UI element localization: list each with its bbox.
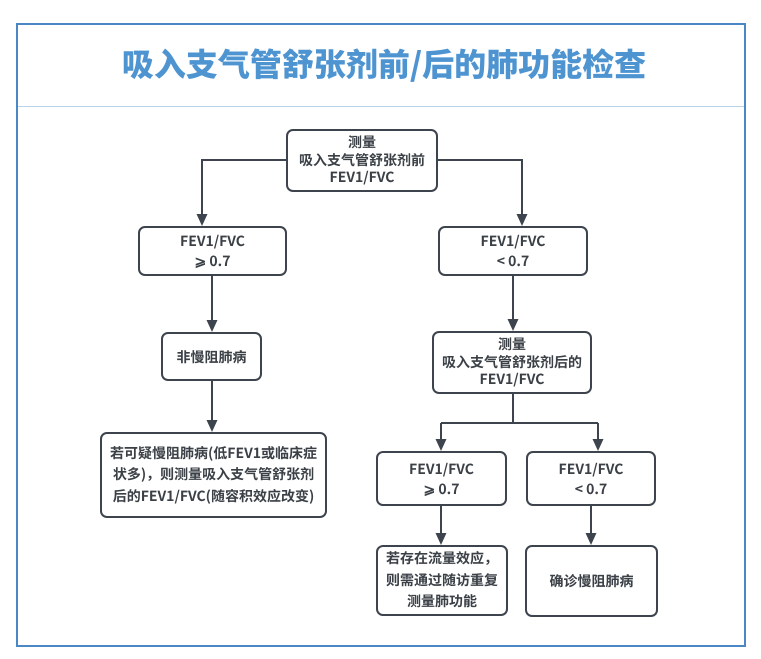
arrowhead xyxy=(516,214,528,226)
edge-pre-to-ge xyxy=(201,159,286,215)
edge-post-split xyxy=(440,394,599,440)
node-pre-fev-lt-07: FEV1/FVC < 0.7 xyxy=(438,226,588,276)
node-post-fev-ge-07: FEV1/FVC ⩾ 0.7 xyxy=(376,451,507,506)
arrowhead xyxy=(585,533,597,545)
arrowhead xyxy=(206,420,218,432)
page-title: 吸入支气管舒张剂前/后的肺功能检查 xyxy=(121,40,647,86)
node-post-fev-lt-07: FEV1/FVC < 0.7 xyxy=(526,451,656,506)
arrowhead xyxy=(206,320,218,332)
title-divider-line xyxy=(18,106,744,107)
arrowhead xyxy=(435,533,447,545)
edge-lines-group xyxy=(201,159,599,534)
node-pre-fev-ge-07: FEV1/FVC ⩾ 0.7 xyxy=(138,226,287,276)
node-measure-post-bronchodilator: 测量 吸入支气管舒张剂后的 FEV1/FVC xyxy=(432,331,592,394)
edge-pre-to-lt xyxy=(438,159,523,215)
arrowheads-group xyxy=(196,214,604,545)
page-border-frame xyxy=(16,23,746,647)
node-measure-pre-bronchodilator: 测量 吸入支气管舒张剂前 FEV1/FVC xyxy=(286,129,438,192)
arrowhead xyxy=(592,439,604,451)
arrowhead xyxy=(196,214,208,226)
arrowhead xyxy=(435,439,447,451)
node-suspected-copd-remeasure: 若可疑慢阻肺病(低FEV1或临床症 状多)，则测量吸入支气管舒张剂 后的FEV1… xyxy=(100,432,327,518)
node-flow-effect-followup: 若存在流量效应， 则需通过随访重复 测量肺功能 xyxy=(376,545,508,616)
node-non-copd: 非慢阻肺病 xyxy=(161,332,262,381)
node-confirmed-copd: 确诊慢阻肺病 xyxy=(525,545,658,617)
arrowhead xyxy=(507,319,519,331)
